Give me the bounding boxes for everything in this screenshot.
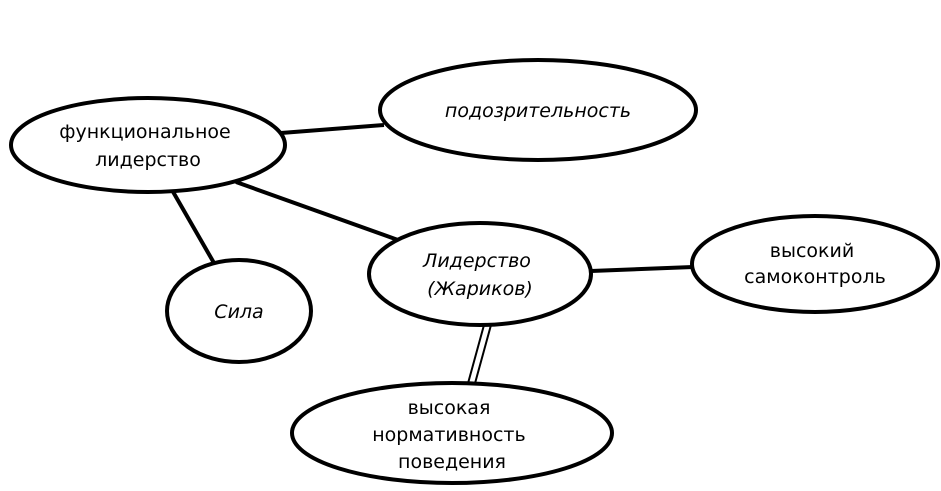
- node-functional-leadership: функциональное лидерство: [9, 96, 287, 194]
- node-strength: Сила: [165, 258, 313, 364]
- node-functional-line-2: лидерство: [95, 149, 201, 171]
- node-normativity-line-3: поведения: [398, 451, 506, 473]
- node-high-selfcontrol: высокий самоконтроль: [690, 214, 940, 314]
- edge-leadership-selfcontrol: [590, 265, 694, 273]
- node-strength-line-1: Сила: [214, 301, 263, 323]
- edges-layer: [170, 123, 694, 388]
- node-leadership-line-2: (Жариков): [427, 278, 533, 300]
- node-functional-line-1: функциональное: [59, 121, 230, 143]
- node-suspicion-line-1: подозрительность: [445, 100, 631, 122]
- node-leadership-line-1: Лидерство: [422, 250, 531, 272]
- svg-text:Сила: Сила: [214, 301, 263, 323]
- node-selfcontrol-line-1: высокий: [770, 240, 854, 262]
- node-normativity-line-2: нормативность: [372, 424, 525, 446]
- node-leadership-zharikov: Лидерство (Жариков): [367, 221, 593, 327]
- edge-leadership-normativity-double: [466, 324, 492, 388]
- node-suspicion: подозрительность: [378, 58, 698, 162]
- node-normativity-line-1: высокая: [408, 397, 491, 419]
- svg-text:Лидерство (Жариков): Лидерство (Жариков): [422, 250, 537, 300]
- svg-text:функциональное лидерст: функциональное лидерство: [59, 121, 236, 171]
- node-selfcontrol-line-2: самоконтроль: [744, 266, 886, 288]
- svg-text:высокий самоконтроль: высокий самоконтроль: [744, 240, 886, 288]
- edge-functional-leadership: [235, 180, 399, 242]
- svg-text:высокая нормативность: высокая нормативность поведения: [372, 397, 532, 473]
- edge-functional-strength: [170, 189, 216, 264]
- node-high-normativity: высокая нормативность поведения: [290, 381, 614, 485]
- edge-functional-suspicion: [280, 123, 385, 135]
- svg-text:подозрительность: подозрительность: [445, 100, 631, 122]
